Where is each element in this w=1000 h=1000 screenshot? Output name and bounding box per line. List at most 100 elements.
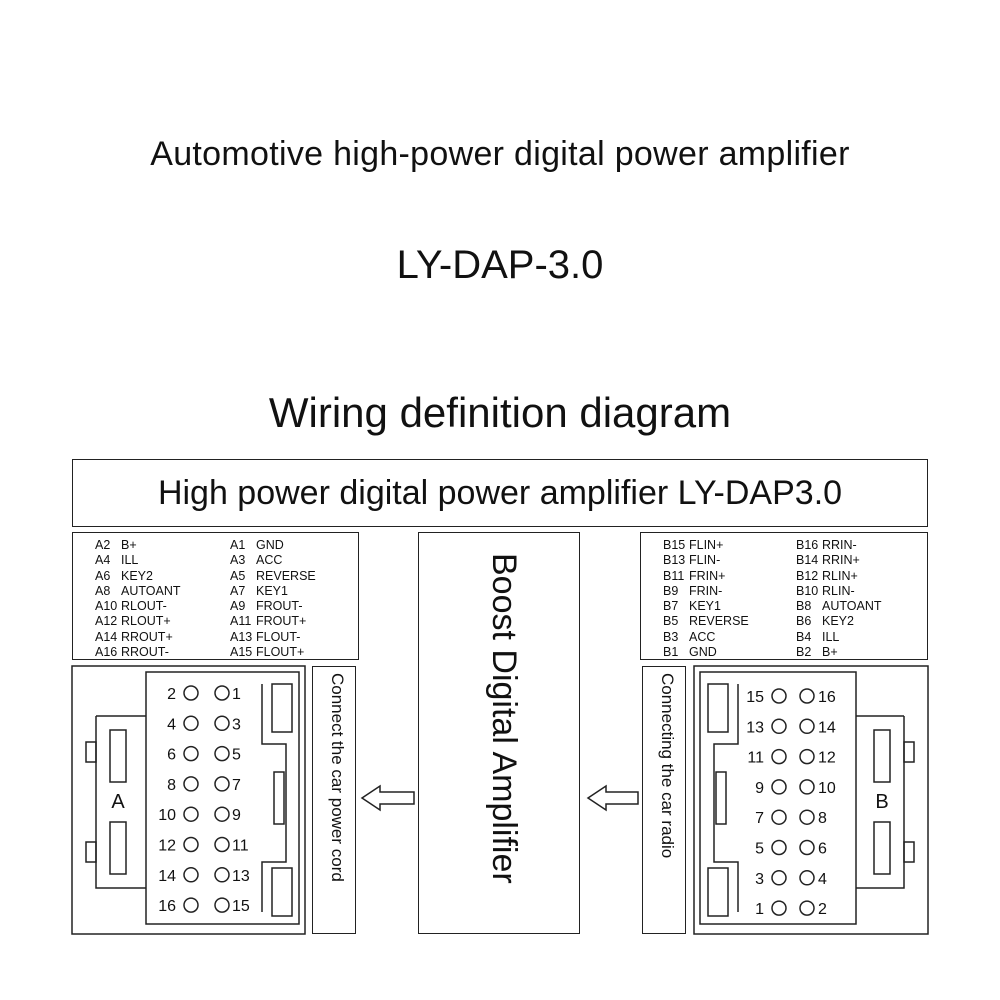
pin-name: KEY1 [689, 599, 721, 614]
pin-name: REVERSE [689, 614, 749, 629]
pin-row: B3 ACC [663, 630, 749, 645]
pin-id: A3 [230, 553, 246, 568]
connector-b-letter: B [875, 791, 888, 813]
pin-id: B8 [796, 599, 812, 614]
connector-a-letter: A [111, 791, 125, 813]
pin-id: B12 [796, 568, 819, 583]
pin-number: 14 [158, 868, 176, 885]
pin-name: KEY2 [822, 614, 854, 629]
pin-id: A7 [230, 583, 246, 598]
pin-hole [771, 779, 787, 795]
pin-name: REVERSE [256, 568, 316, 583]
pin-id: B2 [796, 645, 812, 660]
connector-a-slot-top [271, 683, 293, 733]
pin-number: 3 [755, 871, 764, 888]
pin-number: 6 [167, 747, 176, 764]
pin-id: A13 [230, 629, 253, 644]
pin-hole [771, 870, 787, 886]
pin-number: 6 [818, 841, 827, 858]
pin-number: 2 [167, 686, 176, 703]
pin-number: 16 [818, 689, 836, 706]
pin-number: 1 [232, 686, 241, 703]
pin-hole [214, 836, 230, 853]
pin-hole [183, 715, 199, 732]
pin-id: A15 [230, 645, 253, 660]
pin-id: B3 [663, 629, 679, 644]
pin-id: A9 [230, 599, 246, 614]
pin-name: RROUT+ [121, 629, 173, 644]
pin-number: 10 [158, 807, 176, 824]
connector-a-clip-top [85, 741, 97, 763]
pin-id: B5 [663, 614, 679, 629]
pin-name: FLIN- [689, 553, 721, 568]
pin-number: 5 [232, 747, 241, 764]
diagram-banner: High power digital power amplifier LY-DA… [72, 459, 928, 527]
connector-b-slot-bottom [707, 867, 729, 917]
pin-id: A11 [230, 614, 252, 629]
pin-number: 1 [755, 901, 764, 918]
pin-id: B13 [663, 553, 686, 568]
pin-number: 14 [818, 719, 836, 736]
pin-hole [799, 748, 815, 765]
pin-name: RLIN- [822, 583, 855, 598]
pin-number: 13 [232, 868, 250, 885]
connector-b-slot-top [707, 683, 729, 733]
pin-name: ACC [256, 553, 283, 568]
pin-number: 9 [755, 780, 764, 797]
pin-number: 11 [232, 838, 249, 855]
pin-name: GND [689, 645, 717, 660]
pin-hole [771, 839, 787, 856]
pin-name: RLOUT+ [121, 614, 171, 629]
pin-name: FROUT+ [256, 614, 307, 629]
pin-hole [799, 839, 815, 856]
pin-hole [214, 715, 230, 732]
pin-name: KEY1 [256, 583, 288, 598]
pin-id: A2 [95, 538, 111, 552]
pin-id: A16 [95, 645, 118, 660]
pin-hole [214, 867, 230, 883]
pin-name: FRIN+ [689, 568, 726, 583]
connector-b-slot-mid [715, 771, 727, 825]
pin-row: B8 AUTOANT [796, 599, 882, 614]
pin-number: 15 [232, 898, 250, 915]
pin-name: ACC [689, 629, 716, 644]
connector-a-key-bottom [109, 821, 127, 875]
pin-name: GND [256, 538, 284, 552]
pin-id: B1 [663, 645, 679, 660]
pin-number: 10 [818, 780, 836, 797]
pin-number: 2 [818, 901, 827, 918]
arrow-to-power-cord [360, 784, 415, 812]
amplifier-box: Boost Digital Amplifier [418, 532, 580, 934]
pin-hole [183, 776, 199, 792]
connector-b-step [713, 684, 739, 912]
pin-name: RROUT- [121, 645, 169, 660]
connector-b-key-top [873, 729, 891, 783]
pin-hole [771, 809, 787, 825]
pin-number: 16 [158, 898, 176, 915]
pin-hole [771, 688, 787, 704]
pin-number: 12 [158, 838, 176, 855]
pin-number: 8 [818, 810, 827, 827]
connector-b-clip-bottom [903, 841, 915, 863]
banner-text: High power digital power amplifier LY-DA… [157, 474, 843, 512]
page-title: Automotive high-power digital power ampl… [150, 135, 850, 173]
pin-name: AUTOANT [822, 599, 882, 614]
pin-hole [799, 900, 815, 916]
